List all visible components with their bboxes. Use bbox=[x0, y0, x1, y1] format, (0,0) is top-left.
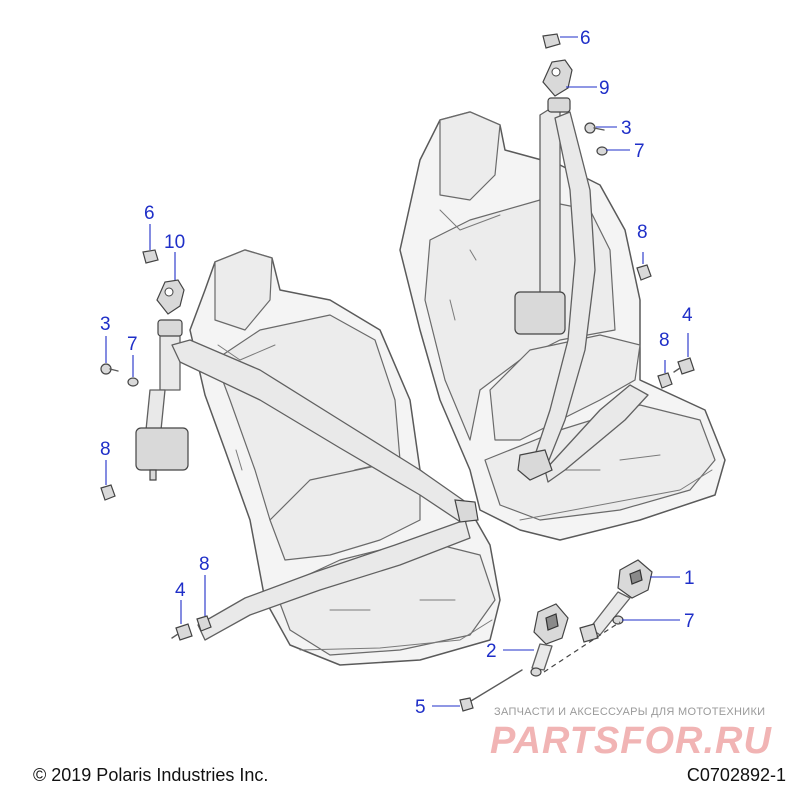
right-retractor bbox=[514, 291, 566, 335]
long-bolt-part-5 bbox=[459, 669, 523, 712]
washer-part-7-left bbox=[127, 377, 139, 387]
alignment-line bbox=[543, 621, 621, 673]
bolt-part-3-right bbox=[584, 122, 605, 134]
left-seat-belt bbox=[135, 319, 479, 641]
callout-3-right: 3 bbox=[621, 118, 632, 139]
callout-5: 5 bbox=[415, 697, 426, 718]
watermark-logo: PARTSFOR.RU bbox=[490, 720, 772, 762]
callout-10: 10 bbox=[164, 232, 185, 253]
bolt-part-4-left bbox=[171, 623, 193, 641]
nut-part-6-right bbox=[542, 33, 561, 49]
nut-part-8-left-a bbox=[100, 484, 116, 501]
drawing-number: C0702892-1 bbox=[686, 765, 786, 785]
watermark-tagline: ЗАПЧАСТИ И АКСЕССУАРЫ ДЛЯ МОТОТЕХНИКИ bbox=[494, 706, 766, 718]
callout-7-buckle: 7 bbox=[684, 611, 695, 632]
washer-part-7-right bbox=[596, 146, 608, 156]
bolt-part-4-right bbox=[673, 357, 695, 375]
callout-8-right-a: 8 bbox=[637, 222, 648, 243]
nut-part-8-right-a bbox=[636, 264, 652, 281]
washer-part-7-buckle bbox=[612, 615, 624, 625]
upper-anchor-part-9 bbox=[542, 59, 573, 97]
left-retractor bbox=[135, 427, 189, 471]
copyright-notice: © 2019 Polaris Industries Inc. bbox=[33, 765, 269, 785]
callout-7-left: 7 bbox=[127, 334, 138, 355]
callout-8-right-b: 8 bbox=[659, 330, 670, 351]
right-seat-belt bbox=[514, 97, 649, 483]
callout-1: 1 bbox=[684, 568, 695, 589]
callout-9: 9 bbox=[599, 78, 610, 99]
callout-labels: 6 9 3 7 8 8 4 6 10 3 7 8 8 4 1 7 2 5 bbox=[100, 28, 695, 718]
callout-8-left-b: 8 bbox=[199, 554, 210, 575]
callout-2: 2 bbox=[486, 641, 497, 662]
callout-4-left: 4 bbox=[175, 580, 186, 601]
buckle-part-1 bbox=[579, 559, 653, 643]
callout-4-right: 4 bbox=[682, 305, 693, 326]
nut-part-8-right-b bbox=[657, 372, 673, 389]
callout-6-right: 6 bbox=[580, 28, 591, 49]
callout-7-right: 7 bbox=[634, 141, 645, 162]
callout-3-left: 3 bbox=[100, 314, 111, 335]
leader-lines bbox=[105, 36, 689, 707]
nut-part-8-left-b bbox=[196, 615, 212, 632]
buckle-part-2 bbox=[530, 603, 569, 677]
nut-part-6-left bbox=[142, 249, 159, 264]
upper-anchor-part-10 bbox=[156, 279, 185, 315]
callout-6-left: 6 bbox=[144, 203, 155, 224]
callout-8-left-a: 8 bbox=[100, 439, 111, 460]
bolt-part-3-left bbox=[100, 363, 119, 375]
